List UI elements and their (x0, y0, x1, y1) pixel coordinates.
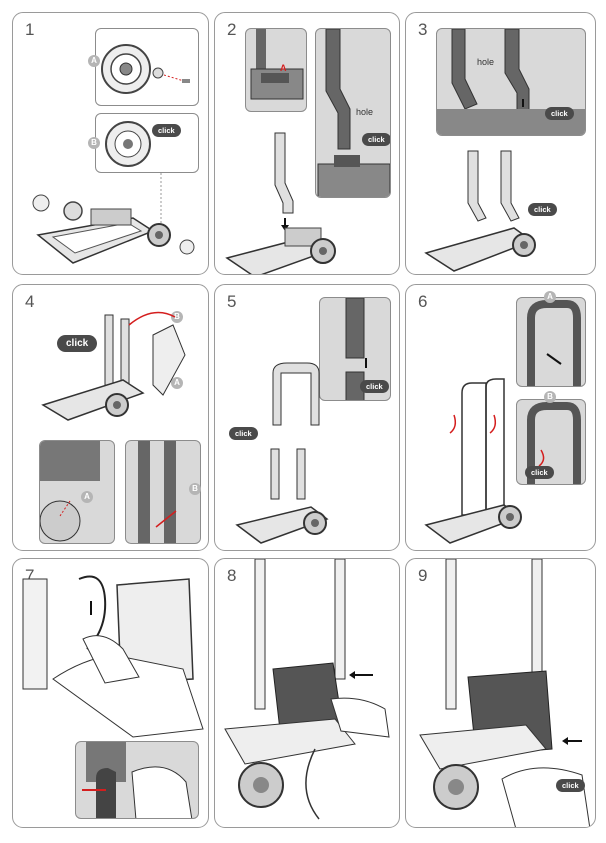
trolley-hooks-drawing (406, 285, 596, 551)
insert-unit-drawing (215, 559, 400, 828)
trolley-tube-insert-drawing (215, 13, 400, 275)
trolley-base-exploded-drawing (13, 13, 209, 275)
step-4-panel: 4 click B A A B (12, 284, 209, 551)
step-6-panel: 6 A click B (405, 284, 596, 551)
step-1-panel: 1 A click B (12, 12, 209, 275)
cord-hook-drawing (76, 742, 199, 819)
click-badge: click (556, 779, 585, 792)
callout-a-inset: A (81, 491, 93, 503)
step-2-panel: 2 A hole click (214, 12, 400, 275)
step-9-panel: 9 click (405, 558, 596, 828)
inset-cord-hook-detail (75, 741, 199, 819)
step-7-panel: 7 (12, 558, 209, 828)
trolley-handle-insert-drawing (215, 285, 400, 551)
step-8-panel: 8 (214, 558, 400, 828)
trolley-both-tubes-drawing (406, 13, 596, 275)
callout-b-inset: B (189, 483, 201, 495)
inset-a-latch-detail (39, 440, 115, 544)
step-3-panel: 3 hole click click (405, 12, 596, 275)
click-badge-main: click (528, 203, 557, 216)
latch-a-drawing (40, 441, 115, 544)
step-5-panel: 5 click click (214, 284, 400, 551)
